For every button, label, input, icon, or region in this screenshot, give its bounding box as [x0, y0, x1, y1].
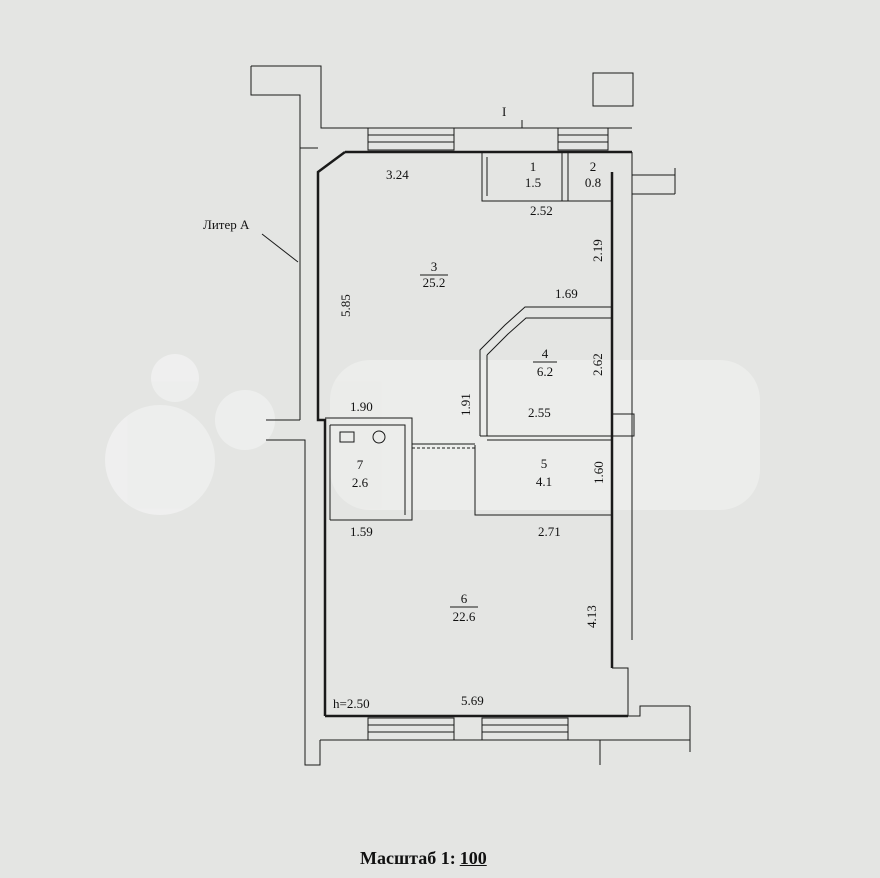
ceiling-height-label: h=2.50 [333, 696, 370, 711]
room-1-number: 1 [530, 159, 537, 174]
room-2-number: 2 [590, 159, 597, 174]
room-2-area: 0.8 [585, 175, 601, 190]
room-labels: 1 1.5 2 0.8 3 25.2 4 6.2 5 4.1 6 22.6 7 … [352, 159, 601, 624]
dim-label: 1.60 [591, 461, 606, 484]
dim-label: 2.62 [590, 353, 605, 376]
dim-label: 2.55 [528, 405, 551, 420]
room-4-number: 4 [542, 346, 549, 361]
dim-label: 4.13 [584, 605, 599, 628]
dim-label: 1.90 [350, 399, 373, 414]
dim-label: 3.24 [386, 167, 409, 182]
room-3-area: 25.2 [423, 275, 446, 290]
room-1-area: 1.5 [525, 175, 541, 190]
room-3-number: 3 [431, 259, 438, 274]
plan-lines [250, 65, 691, 766]
dim-label: 1.69 [555, 286, 578, 301]
room-6-area: 22.6 [453, 609, 476, 624]
scale-caption: Масштаб 1:100 [360, 848, 487, 869]
room-5-number: 5 [541, 456, 548, 471]
room-7-area: 2.6 [352, 475, 369, 490]
scale-value: 100 [459, 848, 487, 868]
dim-label: 2.19 [590, 239, 605, 262]
room-6-number: 6 [461, 591, 468, 606]
dim-label: 2.71 [538, 524, 561, 539]
dimension-labels: 3.24 2.52 2.19 5.85 1.69 2.62 1.91 1.90 … [333, 167, 606, 711]
dim-label: 5.85 [338, 294, 353, 317]
room-7-number: 7 [357, 457, 364, 472]
watermark [105, 354, 760, 515]
dim-label: 1.91 [458, 393, 473, 416]
dim-label: 5.69 [461, 693, 484, 708]
room-4-area: 6.2 [537, 364, 553, 379]
scale-prefix: Масштаб 1: [360, 848, 456, 868]
building-label: Литер А [203, 217, 250, 232]
dim-label: 2.52 [530, 203, 553, 218]
axis-label: I [502, 104, 506, 119]
room-5-area: 4.1 [536, 474, 552, 489]
dim-label: 1.59 [350, 524, 373, 539]
